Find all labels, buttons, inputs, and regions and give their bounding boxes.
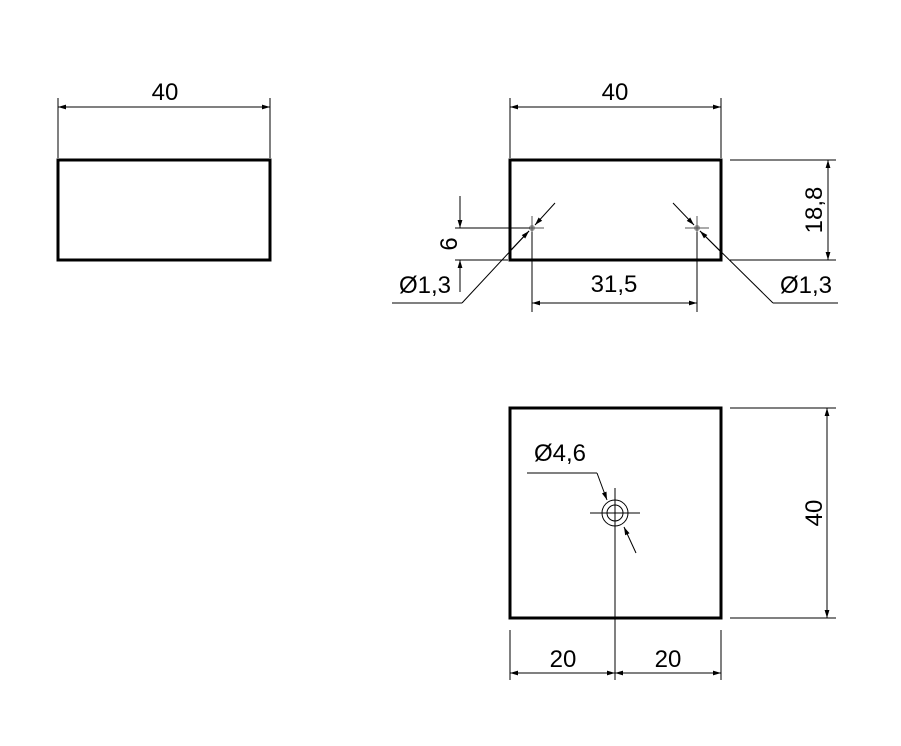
right-hole-diameter-label: Ø1,3 bbox=[780, 272, 832, 299]
front-view: 40 bbox=[56, 79, 272, 262]
hole-diameter-label: Ø4,6 bbox=[534, 440, 586, 467]
center-hole bbox=[590, 488, 640, 680]
front-width-label: 40 bbox=[152, 79, 179, 106]
right-offset-label: 20 bbox=[655, 646, 682, 673]
side-width-label: 40 bbox=[602, 79, 629, 106]
hole-height-label: 6 bbox=[436, 237, 463, 250]
side-view-outline bbox=[508, 158, 723, 262]
top-view: Ø4,6 40 20 20 bbox=[508, 406, 836, 680]
front-view-outline bbox=[56, 158, 272, 262]
hole-spacing-label: 31,5 bbox=[591, 271, 638, 298]
side-height-label: 18,8 bbox=[801, 187, 828, 234]
top-height-label: 40 bbox=[801, 500, 828, 527]
left-offset-label: 20 bbox=[550, 646, 577, 673]
left-hole-diameter-label: Ø1,3 bbox=[399, 272, 451, 299]
side-view: 40 18,8 6 31,5 Ø1,3 bbox=[392, 79, 838, 312]
